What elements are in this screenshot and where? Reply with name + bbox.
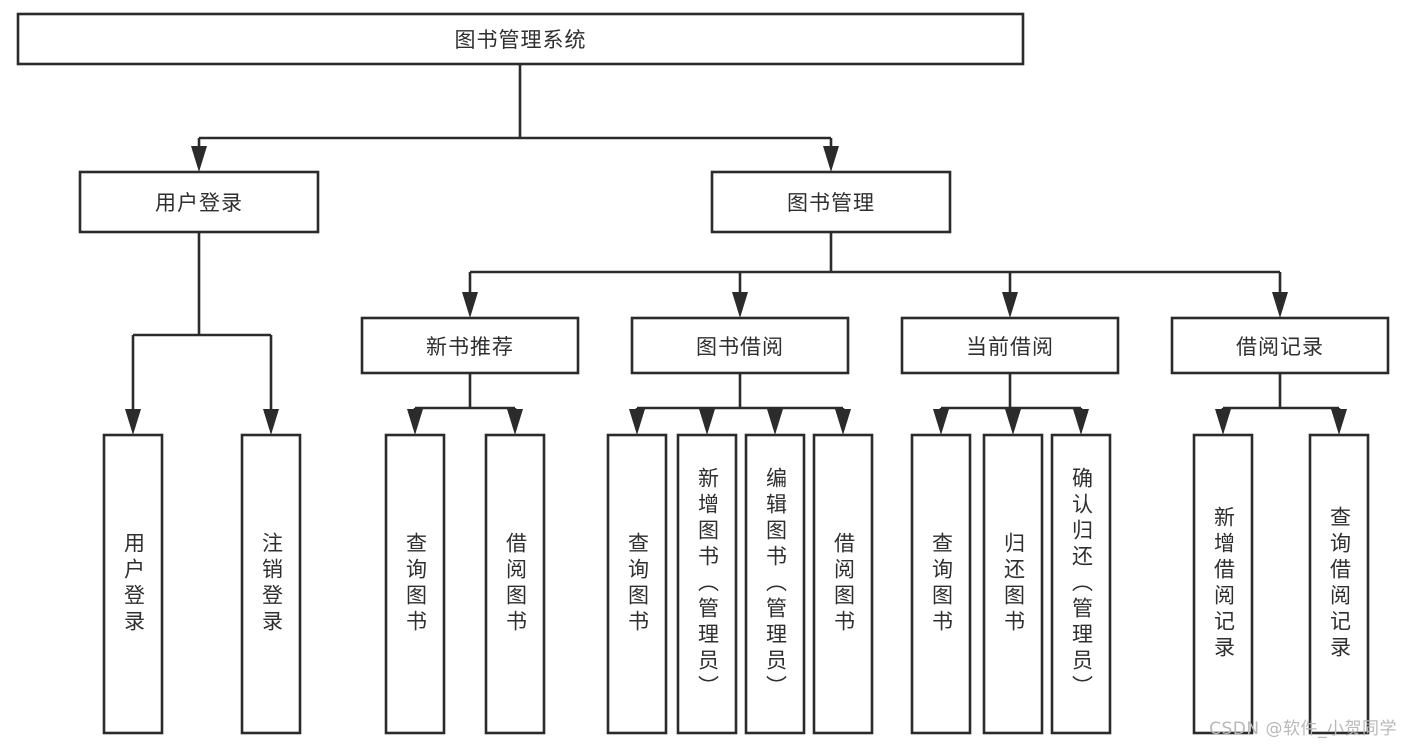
arrow-l2_book xyxy=(823,146,839,172)
node-box-leaf-user-login[interactable] xyxy=(102,433,164,735)
arrow-leaf_bw_add xyxy=(699,409,715,435)
node-box-leaf-rec-query[interactable] xyxy=(1308,433,1370,735)
node-box-leaf-bw-add[interactable] xyxy=(676,433,738,735)
node-box-l3-record[interactable] xyxy=(1170,316,1390,375)
edges-layer xyxy=(125,64,1347,435)
node-box-l2-user[interactable] xyxy=(78,170,320,234)
arrow-l2_user xyxy=(191,146,207,172)
arrow-leaf_nb_borrow xyxy=(507,409,523,435)
node-box-l2-book[interactable] xyxy=(710,170,952,234)
node-box-leaf-user-logout[interactable] xyxy=(240,433,302,735)
arrow-l3_record xyxy=(1272,292,1288,318)
node-box-l3-newbook[interactable] xyxy=(360,316,580,375)
nodes-layer xyxy=(16,12,1390,735)
arrow-leaf_bw_query xyxy=(629,409,645,435)
arrow-leaf_bw_edit xyxy=(767,409,783,435)
arrow-leaf_cur_query xyxy=(933,409,949,435)
arrow-leaf_nb_query xyxy=(407,409,423,435)
node-box-l3-borrow[interactable] xyxy=(630,316,850,375)
node-box-leaf-bw-edit[interactable] xyxy=(744,433,806,735)
node-box-l3-current[interactable] xyxy=(900,316,1120,375)
arrow-leaf_bw_borrow xyxy=(835,409,851,435)
node-box-leaf-bw-query[interactable] xyxy=(606,433,668,735)
arrow-leaf_rec_query xyxy=(1331,409,1347,435)
node-box-leaf-nb-query[interactable] xyxy=(384,433,446,735)
node-box-leaf-cur-query[interactable] xyxy=(910,433,972,735)
node-box-root[interactable] xyxy=(16,12,1025,66)
arrow-l3_newbook xyxy=(462,292,478,318)
node-box-leaf-cur-confirm[interactable] xyxy=(1050,433,1112,735)
node-box-leaf-nb-borrow[interactable] xyxy=(484,433,546,735)
node-box-leaf-bw-borrow[interactable] xyxy=(812,433,874,735)
node-box-leaf-rec-add[interactable] xyxy=(1192,433,1254,735)
node-box-leaf-cur-return[interactable] xyxy=(982,433,1044,735)
arrow-leaf_rec_add xyxy=(1215,409,1231,435)
arrow-l3_borrow xyxy=(732,292,748,318)
arrow-leaf_cur_return xyxy=(1005,409,1021,435)
arrow-l3_current xyxy=(1002,292,1018,318)
arrow-leaf_user_login xyxy=(125,409,141,435)
arrow-leaf_cur_confirm xyxy=(1073,409,1089,435)
arrow-leaf_user_logout xyxy=(263,409,279,435)
